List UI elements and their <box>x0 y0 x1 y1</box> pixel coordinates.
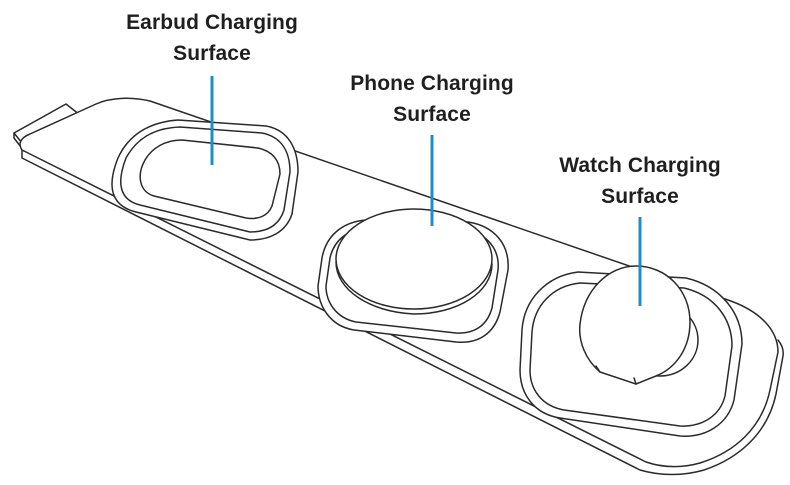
watch-label-line1: Watch Charging <box>559 154 721 177</box>
watch-charging-surface-label: Watch Charging Surface <box>530 150 750 212</box>
earbud-label-line1: Earbud Charging <box>126 11 298 34</box>
phone-charging-surface-label: Phone Charging Surface <box>322 68 542 130</box>
phone-label-line2: Surface <box>393 103 471 126</box>
earbud-charging-surface <box>111 119 299 241</box>
leader-lines <box>210 76 642 306</box>
phone-charging-surface <box>317 208 509 343</box>
watch-label-line2: Surface <box>601 185 679 208</box>
phone-label-line1: Phone Charging <box>350 72 514 95</box>
watch-charging-surface <box>519 265 743 437</box>
earbud-label-line2: Surface <box>173 42 251 65</box>
earbud-charging-surface-label: Earbud Charging Surface <box>102 7 322 69</box>
